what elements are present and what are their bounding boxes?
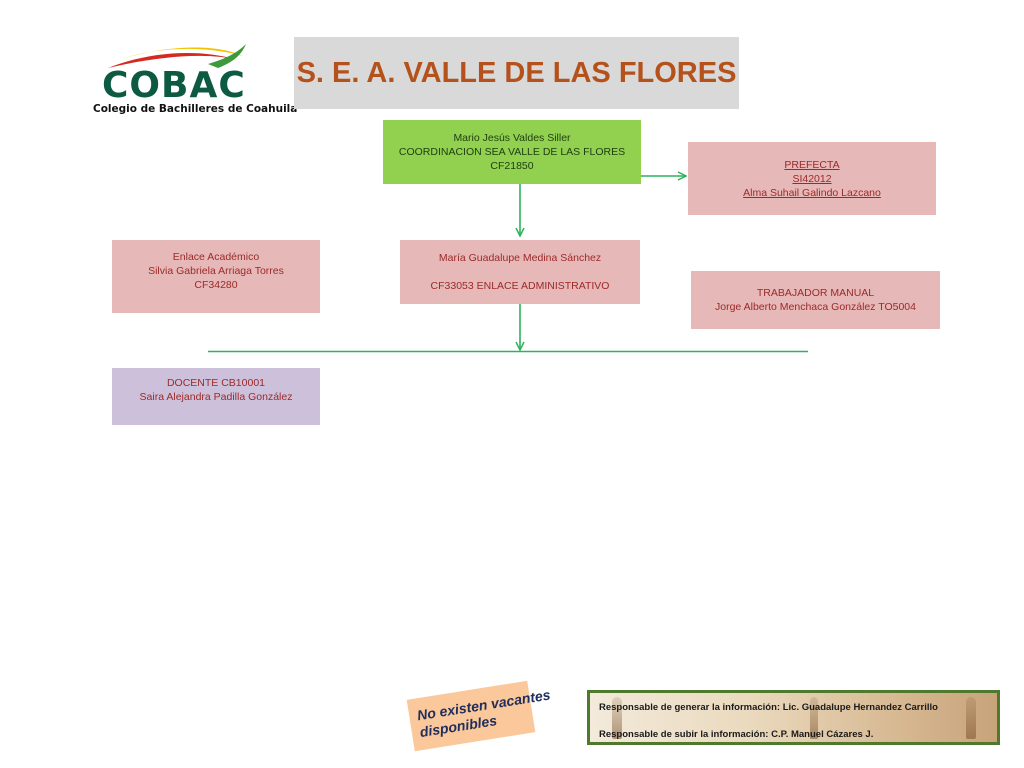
- node-trabajador-manual-role: TRABAJADOR MANUAL: [756, 287, 875, 299]
- responsable-generar: Responsable de generar la información: L…: [599, 702, 938, 713]
- page-title: S. E. A. VALLE DE LAS FLORES: [296, 56, 737, 89]
- node-enlace-academico: Enlace Académico Silvia Gabriela Arriaga…: [112, 240, 320, 313]
- node-trabajador-manual-name: Jorge Alberto Menchaca González TO5004: [715, 301, 916, 313]
- logo-wordmark: COBAC: [102, 65, 246, 106]
- page-title-box: S. E. A. VALLE DE LAS FLORES: [294, 37, 739, 109]
- node-docente-name: Saira Alejandra Padilla González: [139, 391, 293, 403]
- node-docente: DOCENTE CB10001 Saira Alejandra Padilla …: [112, 368, 320, 425]
- logo-subtitle: Colegio de Bachilleres de Coahuila: [93, 103, 298, 115]
- node-prefecta-code: SI42012: [792, 172, 832, 185]
- cobac-logo: COBAC Colegio de Bachilleres de Coahuila: [88, 38, 298, 120]
- node-trabajador-manual: TRABAJADOR MANUAL Jorge Alberto Menchaca…: [691, 271, 940, 329]
- decorative-figure-icon: [612, 697, 622, 739]
- node-enlace-administrativo-role: CF33053 ENLACE ADMINISTRATIVO: [430, 280, 610, 292]
- node-enlace-administrativo-name: María Guadalupe Medina Sánchez: [438, 252, 602, 264]
- node-enlace-academico-name: Silvia Gabriela Arriaga Torres: [148, 265, 284, 277]
- node-enlace-academico-code: CF34280: [194, 279, 238, 291]
- node-coordinador: Mario Jesús Valdes Siller COORDINACION S…: [383, 120, 641, 184]
- logo-swoosh-icon: [108, 44, 246, 68]
- node-prefecta-name: Alma Suhail Galindo Lazcano: [743, 186, 881, 199]
- responsables-box: Responsable de generar la información: L…: [587, 690, 1000, 745]
- decorative-figure-icon: [966, 697, 976, 739]
- node-coordinador-role: COORDINACION SEA VALLE DE LAS FLORES: [398, 146, 626, 158]
- responsable-subir: Responsable de subir la información: C.P…: [599, 729, 874, 740]
- decorative-figure-icon: [810, 697, 818, 739]
- node-coordinador-code: CF21850: [490, 160, 534, 172]
- node-enlace-administrativo: María Guadalupe Medina Sánchez CF33053 E…: [400, 240, 640, 304]
- node-prefecta-role: PREFECTA: [784, 158, 840, 171]
- node-enlace-academico-role: Enlace Académico: [172, 251, 260, 263]
- node-docente-role: DOCENTE CB10001: [166, 377, 266, 389]
- node-coordinador-name: Mario Jesús Valdes Siller: [453, 132, 571, 144]
- node-prefecta: PREFECTA SI42012 Alma Suhail Galindo Laz…: [688, 142, 936, 215]
